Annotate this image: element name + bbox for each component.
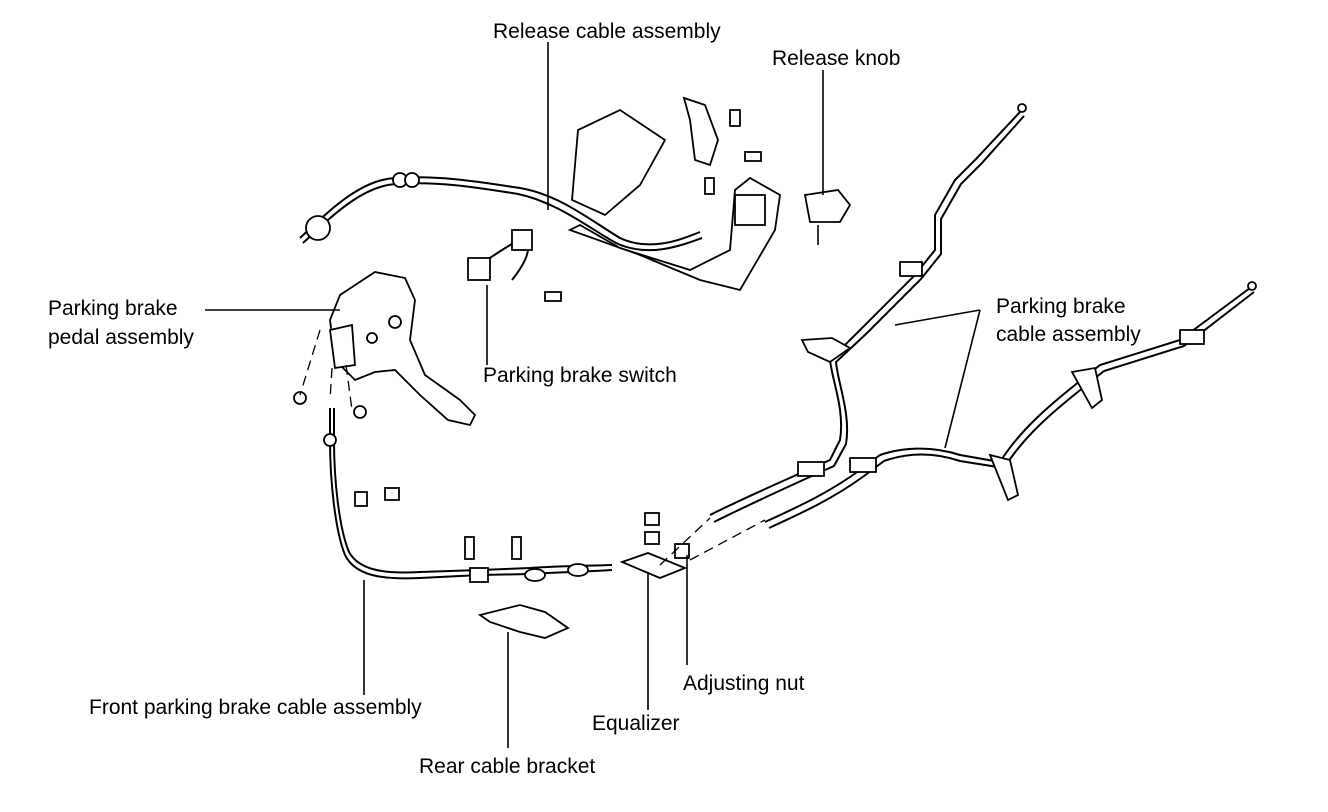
label-pedal-assembly-line2: pedal assembly: [48, 326, 194, 349]
label-adjusting-nut: Adjusting nut: [683, 672, 805, 695]
equalizer: [619, 512, 766, 579]
rear-cable-bracket: [477, 604, 570, 639]
rear-cable-right: [764, 281, 1257, 529]
label-parking-brake-cable-line2: cable assembly: [996, 323, 1141, 346]
leader-lines: [205, 42, 981, 748]
label-pedal-assembly-line1: Parking brake: [48, 297, 178, 320]
release-cable-assembly: [299, 172, 703, 252]
label-release-knob: Release knob: [772, 47, 901, 70]
label-rear-cable-bracket: Rear cable bracket: [419, 755, 596, 778]
label-front-cable: Front parking brake cable assembly: [89, 696, 422, 719]
label-parking-brake-cable-line1: Parking brake: [996, 295, 1126, 318]
front-cable: [323, 408, 613, 583]
release-bracket: [567, 96, 781, 292]
label-parking-brake-switch: Parking brake switch: [483, 364, 677, 387]
release-knob: [803, 189, 852, 245]
rear-cable-left: [709, 103, 1027, 523]
bolts: [354, 109, 762, 560]
label-release-cable-assembly: Release cable assembly: [493, 20, 721, 43]
parking-brake-switch: [467, 229, 533, 281]
label-equalizer: Equalizer: [592, 712, 680, 735]
pedal-assembly: [293, 271, 477, 427]
